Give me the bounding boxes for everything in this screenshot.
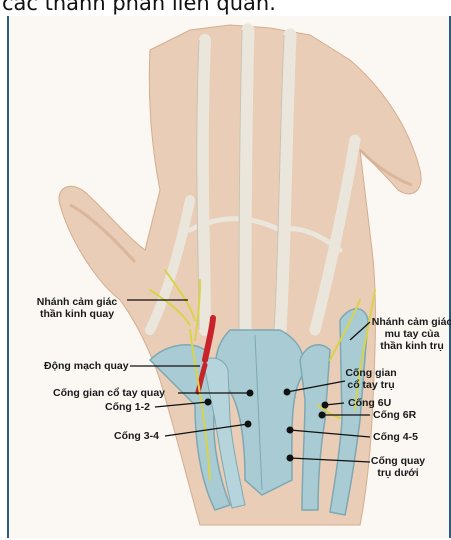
- label-tunnel-3-4: Cống 3-4: [114, 430, 159, 442]
- label-distal-radioulnar-line2: trụ dưới: [367, 467, 429, 479]
- label-radial-carpal-tunnel: Cống gian cổ tay quay: [53, 387, 165, 399]
- label-sensory-radial-line1: Nhánh cảm giác: [26, 296, 128, 308]
- label-sensory-radial-line2: thần kinh quay: [26, 308, 128, 320]
- label-distal-radioulnar-tunnel: Cống quay trụ dưới: [367, 455, 429, 479]
- label-dorsal-ulnar-nerve: Nhánh cảm giác mu tay của thần kinh trụ: [371, 316, 451, 352]
- label-ulnar-carpal-line1: Cống gian: [340, 367, 402, 379]
- label-dorsal-ulnar-line3: thần kinh trụ: [371, 340, 451, 352]
- label-ulnar-carpal-line2: cổ tay trụ: [340, 379, 402, 391]
- label-tunnel-6u: Cống 6U: [348, 397, 391, 409]
- label-tunnel-6r: Cống 6R: [373, 409, 416, 421]
- label-radial-artery: Động mạch quay: [44, 360, 129, 372]
- label-sensory-radial-nerve: Nhánh cảm giác thần kinh quay: [26, 296, 128, 320]
- label-distal-radioulnar-line1: Cống quay: [367, 455, 429, 467]
- label-dorsal-ulnar-line1: Nhánh cảm giác: [371, 316, 451, 328]
- label-ulnar-carpal-tunnel: Cống gian cổ tay trụ: [340, 367, 402, 391]
- label-tunnel-1-2: Cống 1-2: [105, 401, 150, 413]
- label-tunnel-4-5: Cống 4-5: [373, 431, 418, 443]
- label-dorsal-ulnar-line2: mu tay của: [371, 328, 451, 340]
